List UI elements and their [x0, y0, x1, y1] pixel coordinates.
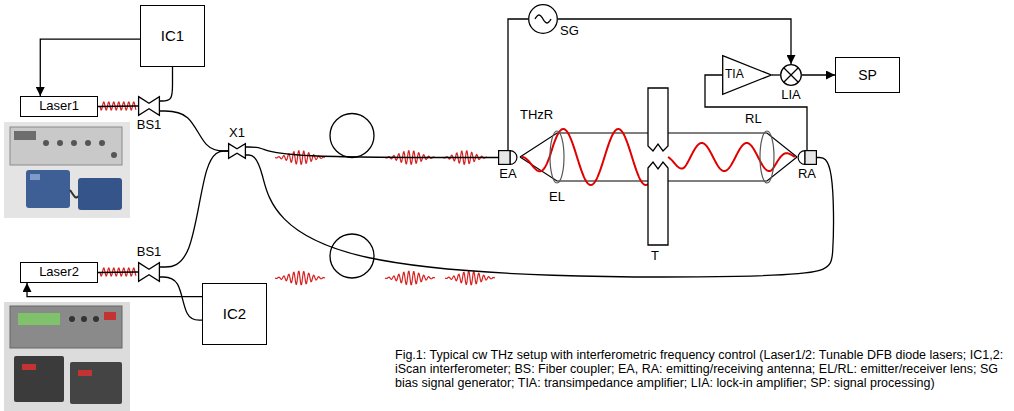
shape-outline	[138, 96, 160, 116]
node-label: Laser1	[39, 99, 79, 114]
target-label: T	[651, 249, 659, 264]
lock-in-mixer: LIA	[780, 64, 802, 86]
node-label: TIA	[725, 68, 744, 82]
shape-outline	[780, 64, 802, 86]
figure-caption: Fig.1: Typical cw THz setup with interfe…	[395, 348, 1007, 390]
signal-wire	[27, 283, 202, 297]
signal-wire	[802, 74, 835, 75]
optical-fiber	[246, 155, 834, 277]
shape-outline	[498, 150, 518, 165]
signal-wire	[705, 75, 807, 150]
laser-box: Laser2	[20, 262, 98, 283]
node-label: LIA	[781, 88, 801, 103]
node-label: IC1	[161, 27, 184, 44]
target-slab	[648, 162, 668, 245]
node-label: EA	[499, 167, 516, 182]
node-label: RA	[798, 167, 816, 182]
signal-wire	[772, 74, 780, 75]
fiber-coupler: BS1	[138, 262, 160, 282]
shape-outline	[528, 4, 558, 34]
shape-outline	[797, 150, 817, 165]
lens	[550, 131, 564, 183]
lens-label: EL	[549, 190, 565, 205]
optical-wave	[445, 271, 495, 284]
shape-outline	[228, 143, 246, 159]
fiber-coil	[330, 234, 374, 278]
fiber-coupler: BS1	[138, 96, 160, 116]
signal-wire	[40, 39, 140, 96]
signal-wire	[98, 271, 138, 273]
shape-outline	[138, 262, 160, 282]
receiver-antenna: RA	[797, 150, 817, 165]
beam-label: THzR	[520, 108, 553, 123]
lens-label: RL	[745, 112, 762, 127]
node-label: SP	[858, 67, 877, 83]
controller-box: IC2	[202, 283, 267, 345]
optical-fiber	[160, 67, 173, 101]
fiber-coil	[330, 114, 374, 158]
node-label: SG	[560, 24, 579, 39]
emitter-antenna: EA	[498, 150, 518, 165]
controller-box: IC1	[140, 5, 205, 67]
lens	[760, 131, 774, 183]
amplifier-triangle: TIA	[722, 55, 772, 95]
processor-box: SP	[835, 57, 900, 93]
thz-wave	[668, 143, 795, 171]
laser-photo	[4, 302, 130, 411]
node-label: Laser2	[39, 265, 79, 280]
target-slab	[648, 88, 668, 151]
node-label: BS1	[137, 245, 162, 260]
node-label: BS1	[137, 118, 162, 133]
laser-box: Laser1	[20, 96, 98, 117]
signal-wire	[558, 19, 791, 64]
optical-wave	[275, 271, 325, 284]
signal-generator: SG	[528, 4, 558, 34]
signal-wire	[98, 105, 138, 107]
fiber-coupler: X1	[228, 143, 246, 159]
wave-group	[100, 102, 795, 284]
optical-fiber	[160, 277, 202, 320]
optical-fiber	[246, 147, 498, 158]
thz-wave	[522, 129, 648, 185]
signal-wire	[508, 19, 528, 150]
laser-photo	[4, 122, 130, 218]
optical-fiber	[160, 151, 228, 267]
node-label: X1	[229, 126, 245, 141]
optical-wave	[385, 271, 435, 284]
node-label: IC2	[223, 305, 246, 322]
optical-fiber	[160, 111, 228, 151]
